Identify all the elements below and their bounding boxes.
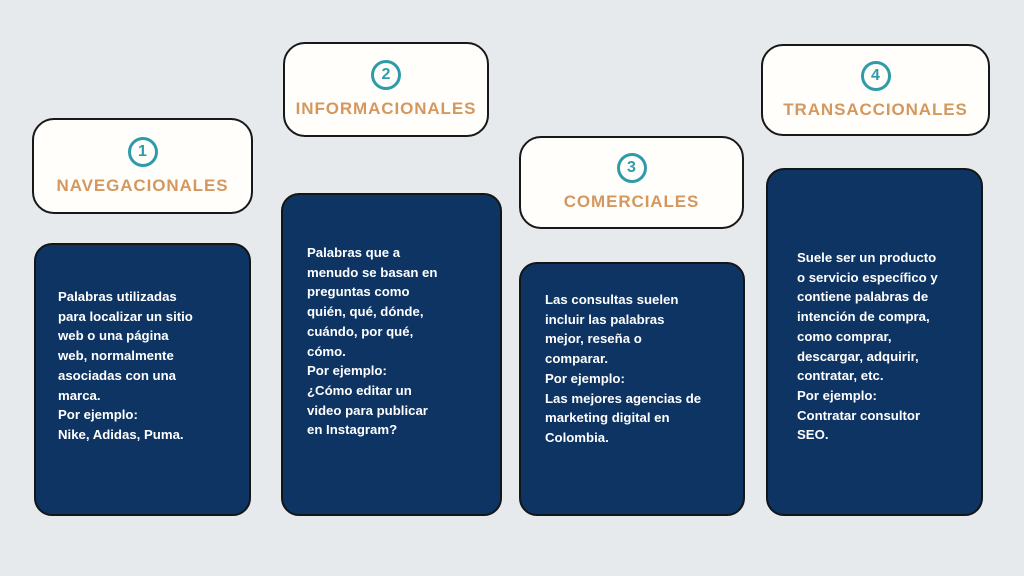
number-badge-1: 1 (127, 136, 158, 167)
number-badge-4: 4 (860, 60, 891, 91)
card-body-text-transaccionales: Suele ser un producto o servicio específ… (797, 250, 938, 443)
card-title-navegacionales: NAVEGACIONALES (56, 175, 229, 195)
card-body-transaccionales: Suele ser un producto o servicio específ… (766, 168, 983, 516)
card-body-navegacionales: Palabras utilizadas para localizar un si… (34, 243, 251, 516)
card-body-comerciales: Las consultas suelen incluir las palabra… (519, 262, 745, 516)
card-header-informacionales: 2 INFORMACIONALES (283, 42, 489, 137)
number-badge-3: 3 (616, 153, 647, 183)
card-body-text-comerciales: Las consultas suelen incluir las palabra… (545, 292, 702, 445)
card-header-navegacionales: 1 NAVEGACIONALES (32, 118, 253, 214)
card-title-comerciales: COMERCIALES (563, 192, 700, 211)
card-body-informacionales: Palabras que a menudo se basan en pregun… (281, 193, 502, 516)
card-title-informacionales: INFORMACIONALES (295, 99, 477, 118)
card-body-text-navegacionales: Palabras utilizadas para localizar un si… (58, 289, 193, 442)
card-header-transaccionales: 4 TRANSACCIONALES (761, 44, 990, 136)
card-header-comerciales: 3 COMERCIALES (519, 136, 744, 229)
card-body-text-informacionales: Palabras que a menudo se basan en pregun… (307, 245, 438, 438)
number-badge-2: 2 (371, 60, 401, 90)
card-title-transaccionales: TRANSACCIONALES (783, 99, 968, 119)
